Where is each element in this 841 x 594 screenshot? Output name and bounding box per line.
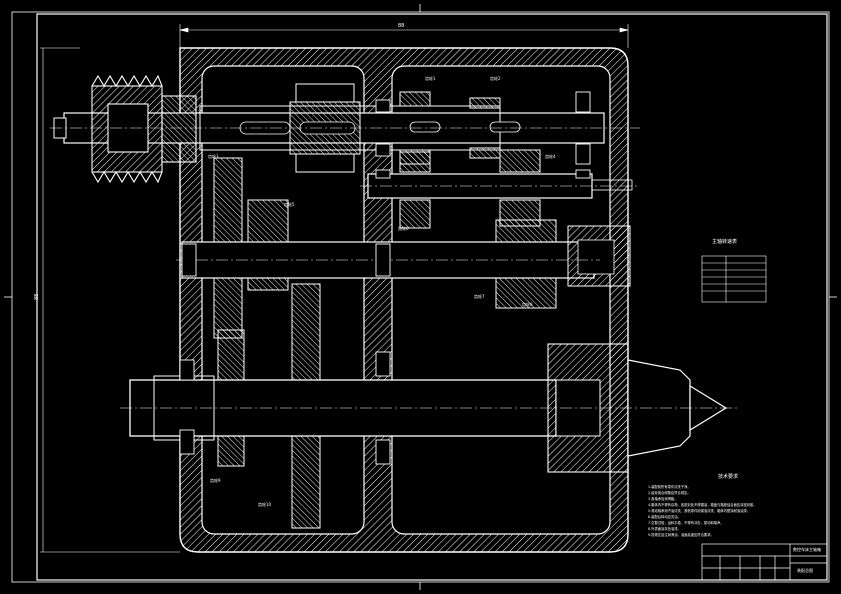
tech-requirements: 技术要求 1.装配前所有零件清洗干净。 2.齿轮啮合侧隙应符合规定。 3.各轴承… <box>648 473 757 537</box>
label-shaft: 齿轮6 <box>398 225 409 231</box>
tech-req-line-9: 9.按规定加注润滑油，油面高度应符合要求。 <box>648 532 714 537</box>
sheet-border <box>4 4 837 590</box>
height-dimension-text: 88 <box>34 294 40 300</box>
tech-req-line-4: 4.箱体内不得有杂物，各密封处不得漏油，箱盖与箱座结合面应涂密封胶。 <box>648 502 757 507</box>
label-top-right-gear: 齿轮2 <box>490 75 501 81</box>
title-block-drawing-name: 装配总图 <box>797 567 813 573</box>
label-bottom-gear: 齿轮9 <box>210 477 221 483</box>
part-labels: 齿轮1 齿轮2 齿轮3 齿轮4 齿轮5 齿轮6 齿轮7 齿轮8 齿轮9 齿轮10 <box>208 75 556 507</box>
tech-req-line-7: 7.空载试验，运转平稳，不得有冲击，振动和噪声。 <box>648 520 724 525</box>
label-lower-gear-a: 齿轮7 <box>474 293 485 299</box>
height-dimension <box>40 47 180 553</box>
spec-table: 主轴转速表 <box>701 238 767 303</box>
spec-table-title: 主轴转速表 <box>712 238 737 245</box>
label-top-left-gear: 齿轮1 <box>425 75 436 81</box>
tech-req-title: 技术要求 <box>718 473 738 480</box>
label-spindle-gear: 齿轮10 <box>258 501 272 507</box>
label-mid-gear-b: 齿轮4 <box>545 153 556 159</box>
label-mid-gear-a: 齿轮3 <box>208 153 219 159</box>
tech-req-line-8: 8.外表面涂灰色油漆。 <box>648 526 681 531</box>
tech-req-line-3: 3.各轴承加润滑脂。 <box>648 496 678 501</box>
bearings <box>179 91 591 465</box>
overall-dimension <box>179 24 629 48</box>
tech-req-line-1: 1.装配前所有零件清洗干净。 <box>648 484 691 489</box>
title-block-title: 数控车床主轴箱 <box>793 546 821 552</box>
tech-req-line-5: 5.滚动轴承用汽油清洗，其他零件用煤油清洗，箱体内壁涂耐油油漆。 <box>648 508 750 513</box>
title-block: 数控车床主轴箱 装配总图 <box>701 543 828 581</box>
label-lower-gear-b: 齿轮8 <box>522 301 533 307</box>
tech-req-line-2: 2.齿轮啮合侧隙应符合规定。 <box>648 490 691 495</box>
tech-req-line-6: 6.装配后转动应灵活。 <box>648 514 681 519</box>
overall-dimension-text: 88 <box>398 23 404 29</box>
label-mid-gear-c: 齿轮5 <box>284 201 295 207</box>
